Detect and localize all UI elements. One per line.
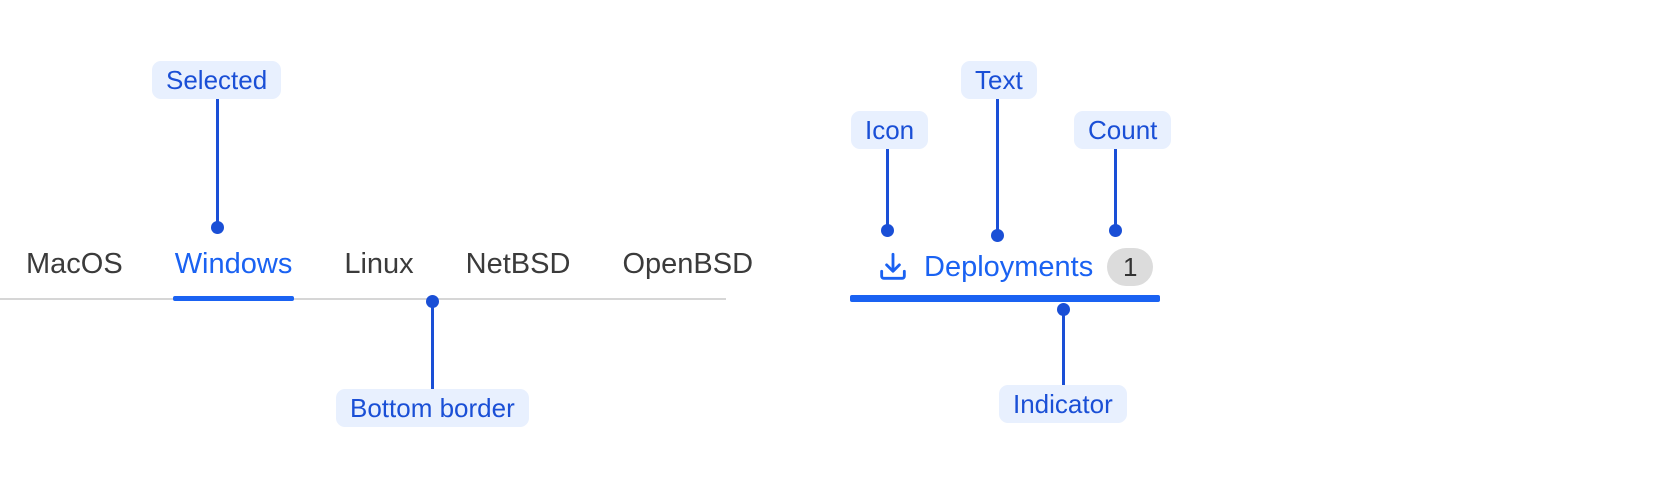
callout-count-chip: Count: [1074, 111, 1172, 149]
tab-deployments-label: Deployments: [924, 250, 1094, 283]
callout-icon-chip: Icon: [851, 111, 929, 149]
callout-icon-leader-line: [886, 149, 889, 231]
callout-count-label: Count: [1088, 115, 1158, 145]
tab-linux[interactable]: Linux: [318, 246, 439, 301]
callout-text-leader-line: [996, 99, 999, 235]
tab-openbsd[interactable]: OpenBSD: [596, 246, 779, 301]
callout-text-label: Text: [975, 65, 1023, 95]
tab-deployments-content: Deployments 1: [876, 248, 1154, 286]
callout-icon-leader-dot: [881, 224, 894, 237]
tab-deployments[interactable]: Deployments 1: [850, 244, 1160, 302]
callout-text-leader-dot: [991, 229, 1004, 242]
callout-bottom-border-leader-line: [431, 301, 434, 390]
tab-list: MacOS Windows Linux NetBSD OpenBSD: [0, 246, 779, 301]
callout-selected-leader-dot: [211, 221, 224, 234]
tab-deployments-indicator: [850, 295, 1160, 302]
callout-count-leader-dot: [1109, 224, 1122, 237]
tab-strip: MacOS Windows Linux NetBSD OpenBSD: [0, 246, 753, 301]
callout-selected-label: Selected: [166, 65, 268, 95]
tab-windows[interactable]: Windows: [149, 246, 319, 301]
tab-macos[interactable]: MacOS: [0, 246, 149, 301]
callout-selected-chip: Selected: [152, 61, 282, 99]
tab-netbsd[interactable]: NetBSD: [440, 246, 597, 301]
tab-deployments-count-badge: 1: [1107, 248, 1154, 286]
callout-indicator-label: Indicator: [1013, 389, 1113, 419]
download-icon: [880, 252, 906, 280]
callout-icon-label: Icon: [865, 115, 915, 145]
callout-indicator-chip: Indicator: [999, 385, 1127, 423]
callout-bottom-border-chip: Bottom border: [336, 389, 529, 427]
callout-selected-leader-line: [216, 99, 219, 227]
callout-text-chip: Text: [961, 61, 1037, 99]
callout-indicator-leader-line: [1062, 309, 1065, 385]
callout-count-leader-line: [1114, 149, 1117, 231]
callout-bottom-border-label: Bottom border: [350, 393, 515, 423]
